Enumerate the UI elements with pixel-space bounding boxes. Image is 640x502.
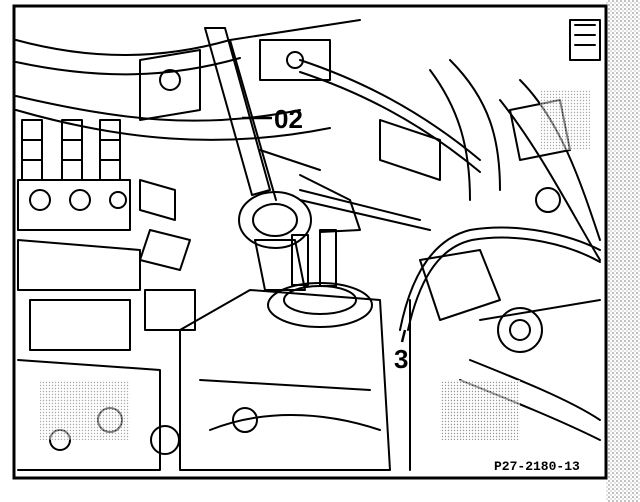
callout-02-label: 02 (274, 104, 303, 134)
halftone-margin (606, 0, 640, 502)
callout-3-leader (400, 329, 407, 343)
shading (40, 90, 590, 440)
figure-frame (12, 4, 608, 480)
callout-3-label: 3 (394, 344, 408, 374)
figure-code: P27-2180-13 (494, 459, 580, 474)
